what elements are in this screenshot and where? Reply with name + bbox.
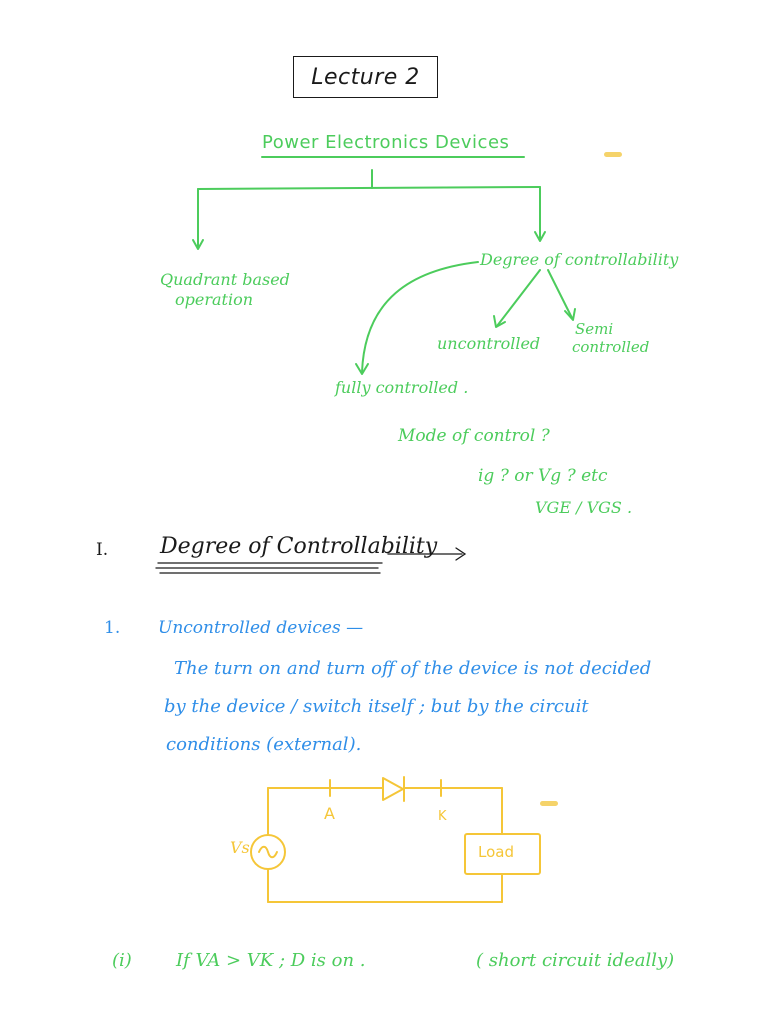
condition-index: (i) [112,950,132,971]
diode-triangle [382,777,404,801]
item1-number: 1. [104,618,121,638]
section-arrow-head [455,547,467,561]
source-circle [250,834,286,870]
left-arrowhead [192,239,204,250]
condition-text: If VA > VK ; D is on . [176,950,366,971]
tree-horizontal [197,186,541,190]
source-sine [258,845,278,859]
fully-curve [361,261,479,373]
mode-voltages: VGE / VGS . [535,498,633,517]
highlight-mark-top [604,152,622,157]
load-label: Load [478,843,514,861]
source-label: Vs [230,838,250,857]
left-branch-line1: Quadrant based [160,270,290,289]
fully-controlled-label: fully controlled . [335,378,469,397]
condition-note: ( short circuit ideally) [476,950,675,971]
uncontrolled-line [496,269,541,327]
semi-label-line1: Semi [575,320,614,338]
mode-options: ig ? or Vg ? etc [478,466,608,486]
anode-label: A [324,804,335,823]
item1-line2: by the device / switch itself ; but by t… [164,696,589,717]
right-arrowhead [534,231,546,242]
cathode-label: K [438,809,447,824]
lecture-title: Lecture 2 [311,64,420,90]
section-numeral: I. [96,540,109,560]
section-heading: Degree of Controllability [160,534,438,559]
item1-line1: The turn on and turn off of the device i… [174,658,652,679]
item1-heading: Uncontrolled devices — [158,618,364,638]
mode-question: Mode of control ? [398,426,550,446]
left-branch-line2: operation [175,290,254,309]
tree-root-label: Power Electronics Devices [262,132,510,153]
uncontrolled-arrowhead [493,315,506,328]
highlight-mark-circuit [540,801,558,806]
semi-line [547,269,573,319]
lecture-title-box: Lecture 2 [293,56,438,98]
fully-arrowhead [355,363,369,375]
item1-line3: conditions (external). [166,734,362,755]
uncontrolled-label: uncontrolled [437,334,541,353]
semi-arrowhead [564,308,576,321]
right-branch-label: Degree of controllability [480,250,679,269]
semi-label-line2: controlled [572,338,650,356]
